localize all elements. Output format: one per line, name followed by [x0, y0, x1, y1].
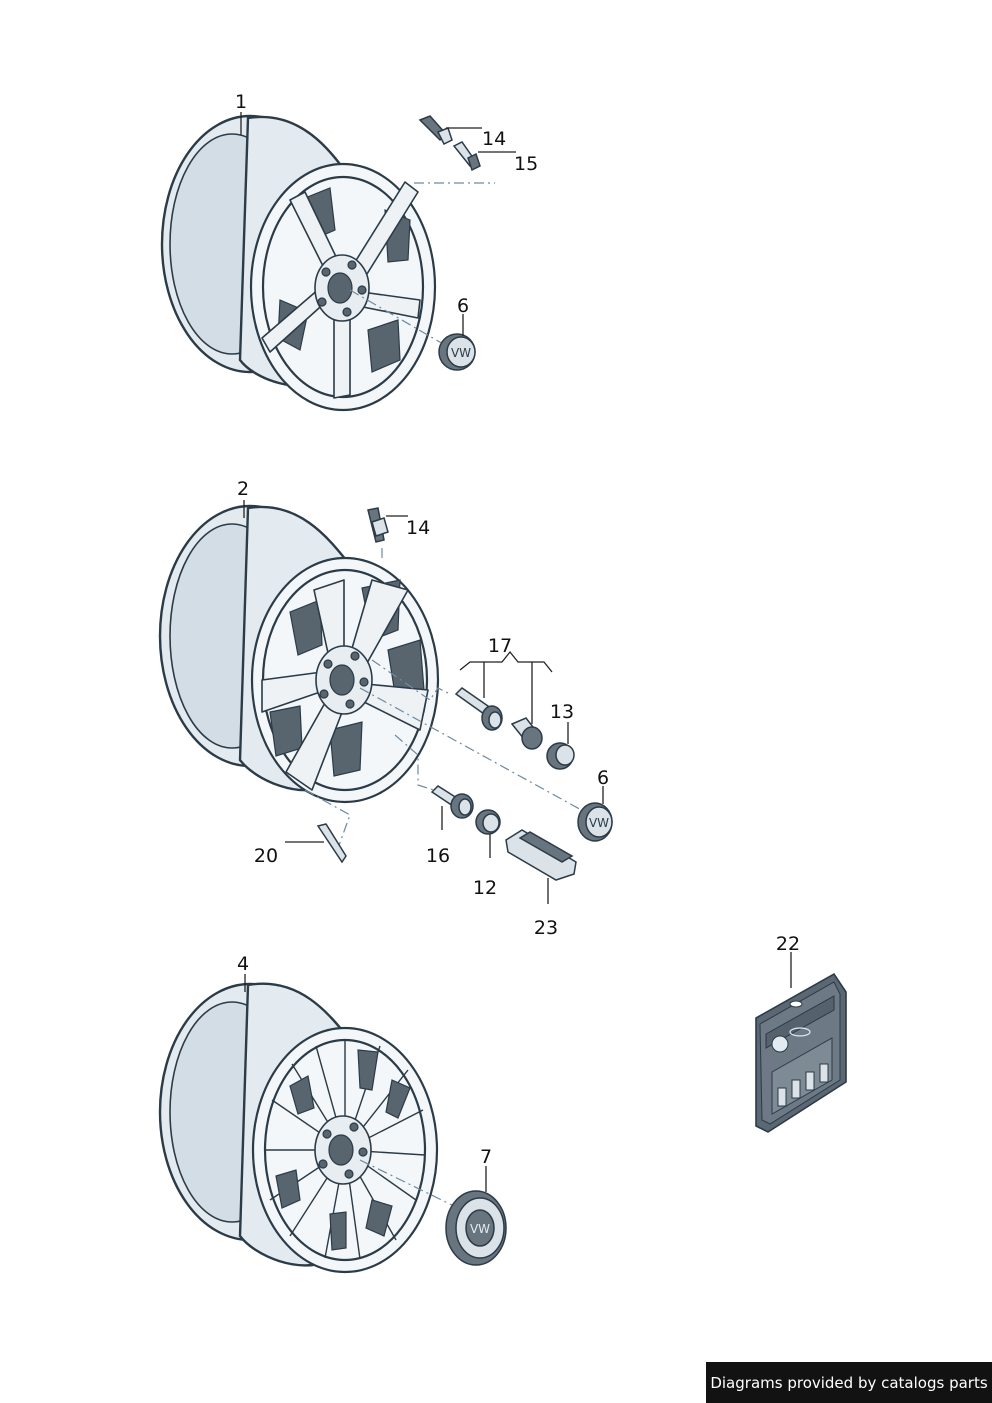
callout-23: 23 [534, 917, 558, 939]
credit-banner: Diagrams provided by catalogs parts [706, 1362, 992, 1403]
callout-1: 1 [235, 91, 247, 113]
wheel-rim-2[interactable] [158, 504, 440, 804]
wheel-weight-20[interactable] [316, 823, 347, 864]
callout-14-top: 14 [482, 128, 506, 150]
callout-15: 15 [514, 153, 538, 175]
callout-7: 7 [480, 1146, 492, 1168]
callout-22: 22 [776, 933, 800, 955]
wheel-rim-4[interactable] [158, 982, 439, 1274]
svg-text:VW: VW [451, 346, 471, 360]
wheel-bolt-16[interactable] [430, 785, 474, 819]
callout-12: 12 [473, 877, 497, 899]
retail-package-22[interactable] [755, 972, 847, 1133]
callout-20: 20 [254, 845, 278, 867]
wheel-4-assembly: VW 4 7 [158, 953, 507, 1274]
lock-nut-12[interactable] [475, 809, 501, 835]
callout-6-mid: 6 [597, 767, 609, 789]
valve-stem-14-mid[interactable] [367, 507, 389, 543]
credit-text: Diagrams provided by catalogs parts [710, 1373, 988, 1392]
valve-stem-14-top[interactable] [418, 115, 453, 146]
valve-stem-15[interactable] [452, 141, 481, 172]
center-cap-6-mid[interactable]: VW [577, 802, 613, 842]
bolt-cap-13[interactable] [546, 742, 575, 770]
callout-13: 13 [550, 701, 574, 723]
svg-text:VW: VW [589, 816, 609, 830]
wheel-rim-1[interactable] [160, 114, 437, 412]
callout-6-top: 6 [457, 295, 469, 317]
wheel-2-assembly: VW 2 14 17 13 6 [158, 478, 613, 939]
svg-text:VW: VW [470, 1222, 490, 1236]
callout-4: 4 [237, 953, 249, 975]
callout-14-mid: 14 [406, 517, 430, 539]
center-cap-7[interactable]: VW [445, 1190, 507, 1266]
lock-bolt-17[interactable] [510, 717, 543, 750]
callout-16: 16 [426, 845, 450, 867]
center-cap-6-top[interactable]: VW [438, 333, 476, 371]
wheel-bolt-17[interactable] [454, 687, 503, 731]
removal-tool-23[interactable] [505, 829, 577, 881]
callout-2: 2 [237, 478, 249, 500]
wheel-1-assembly: VW 1 14 15 6 [160, 91, 538, 412]
callout-17: 17 [488, 635, 512, 657]
